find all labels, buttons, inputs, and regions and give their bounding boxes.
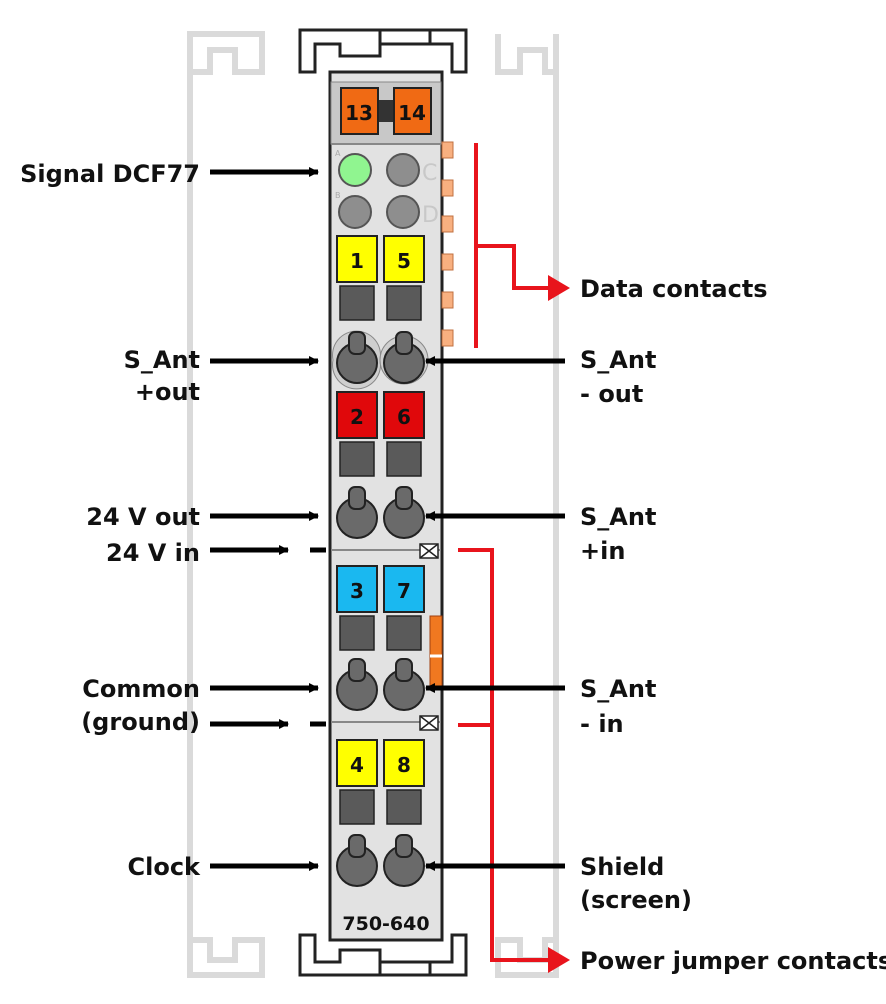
terminal-group-4-8: 4 8: [336, 739, 425, 887]
terminal-group-2-6: 2 6: [336, 391, 425, 539]
led-a-green: [338, 153, 372, 187]
terminal-3: [336, 565, 378, 613]
label-shield-1: Shield: [580, 853, 664, 881]
led-panel: A B C D: [335, 149, 439, 229]
led-letter-b: B: [335, 191, 341, 200]
terminal-4: [336, 739, 378, 787]
label-24v-in: 24 V in: [106, 539, 200, 567]
label-s-ant-minus-in-1: S_Ant: [580, 675, 656, 703]
label-shield-2: (screen): [580, 886, 692, 914]
led-letter-d: D: [422, 203, 439, 228]
terminal-6: [383, 391, 425, 439]
terminal-6-label: 6: [397, 405, 411, 429]
data-contacts-arrow: [548, 275, 570, 301]
connector-13-label: 13: [345, 101, 373, 125]
terminal-2: [336, 391, 378, 439]
led-letter-a: A: [335, 149, 341, 158]
terminal-4-label: 4: [350, 753, 364, 777]
led-d: [386, 195, 420, 229]
left-arrows: [210, 167, 326, 871]
label-s-ant-plus-in-1: S_Ant: [580, 503, 656, 531]
data-contact-tabs: [441, 141, 454, 347]
connector-14-label: 14: [398, 101, 426, 125]
power-jumper-arrow: [548, 947, 570, 973]
terminal-5: [383, 235, 425, 283]
label-signal-dcf77: Signal DCF77: [20, 160, 200, 188]
terminal-8-label: 8: [397, 753, 411, 777]
model-number: 750-640: [342, 913, 429, 935]
connector-14: [393, 87, 432, 135]
terminal-7-label: 7: [397, 579, 411, 603]
din-rail: [187, 31, 559, 978]
label-s-ant-plus-in-2: +in: [580, 537, 625, 565]
terminal-group-1-5: 1 5: [332, 235, 429, 390]
led-b: [338, 195, 372, 229]
data-contacts-bracket: [474, 143, 548, 348]
terminal-5-label: 5: [397, 249, 411, 273]
terminal-1: [336, 235, 378, 283]
label-s-ant-minus-out-1: S_Ant: [580, 346, 656, 374]
terminal-group-3-7: 3 7: [336, 565, 425, 711]
label-clock: Clock: [127, 853, 201, 881]
terminal-8: [383, 739, 425, 787]
terminal-3-label: 3: [350, 579, 364, 603]
label-common-1: Common: [82, 675, 200, 703]
right-arrows: [425, 356, 565, 871]
led-c: [386, 153, 420, 187]
connector-13: [340, 87, 379, 135]
module-housing: [298, 28, 468, 977]
terminal-7: [383, 565, 425, 613]
terminal-1-label: 1: [350, 249, 364, 273]
terminal-2-label: 2: [350, 405, 364, 429]
label-s-ant-plus-out-1: S_Ant: [124, 346, 200, 374]
label-s-ant-minus-out-2: - out: [580, 380, 643, 408]
led-letter-c: C: [422, 161, 437, 186]
label-power-jumper-contacts: Power jumper contacts: [580, 947, 886, 975]
power-jumper-bracket: [458, 548, 548, 962]
top-connectors: 13 14: [340, 87, 432, 135]
label-24v-out: 24 V out: [86, 503, 200, 531]
label-common-2: (ground): [81, 708, 200, 736]
label-s-ant-minus-in-2: - in: [580, 710, 624, 738]
label-data-contacts: Data contacts: [580, 275, 768, 303]
label-s-ant-plus-out-2: +out: [135, 378, 200, 406]
